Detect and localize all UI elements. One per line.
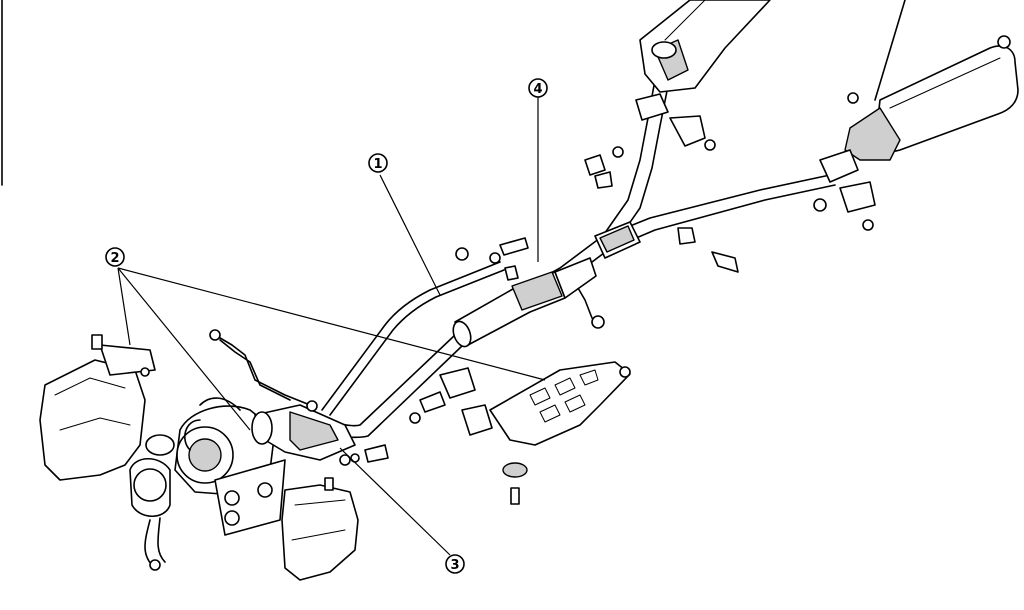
turbo-outlet <box>251 404 356 461</box>
heat-shield-turbo-upper <box>39 334 156 481</box>
rear-muffler <box>819 0 1019 183</box>
callout-3-circle <box>445 554 465 574</box>
catalytic-converter <box>452 257 597 348</box>
callout-4-circle <box>528 78 548 98</box>
hardware <box>339 139 876 466</box>
callout-1-circle <box>368 153 388 173</box>
callout-3: 3 <box>445 554 465 574</box>
callout-4: 4 <box>528 78 548 98</box>
leader-lines <box>117 96 546 556</box>
callout-1-label: 1 <box>373 157 382 172</box>
heat-shield-turbo-lower <box>281 477 359 581</box>
callout-2-circle <box>105 247 125 267</box>
resonator <box>594 221 641 259</box>
callout-1: 1 <box>368 153 388 173</box>
turbocharger <box>129 405 286 571</box>
callout-4-label: 4 <box>533 82 542 97</box>
callout-3-label: 3 <box>450 558 459 573</box>
front-pipe <box>321 261 505 416</box>
turbo-lines <box>184 329 318 451</box>
callout-2: 2 <box>105 247 125 267</box>
heat-shield-lower <box>489 361 631 505</box>
center-muffler <box>635 0 771 147</box>
callout-2-label: 2 <box>110 251 119 266</box>
